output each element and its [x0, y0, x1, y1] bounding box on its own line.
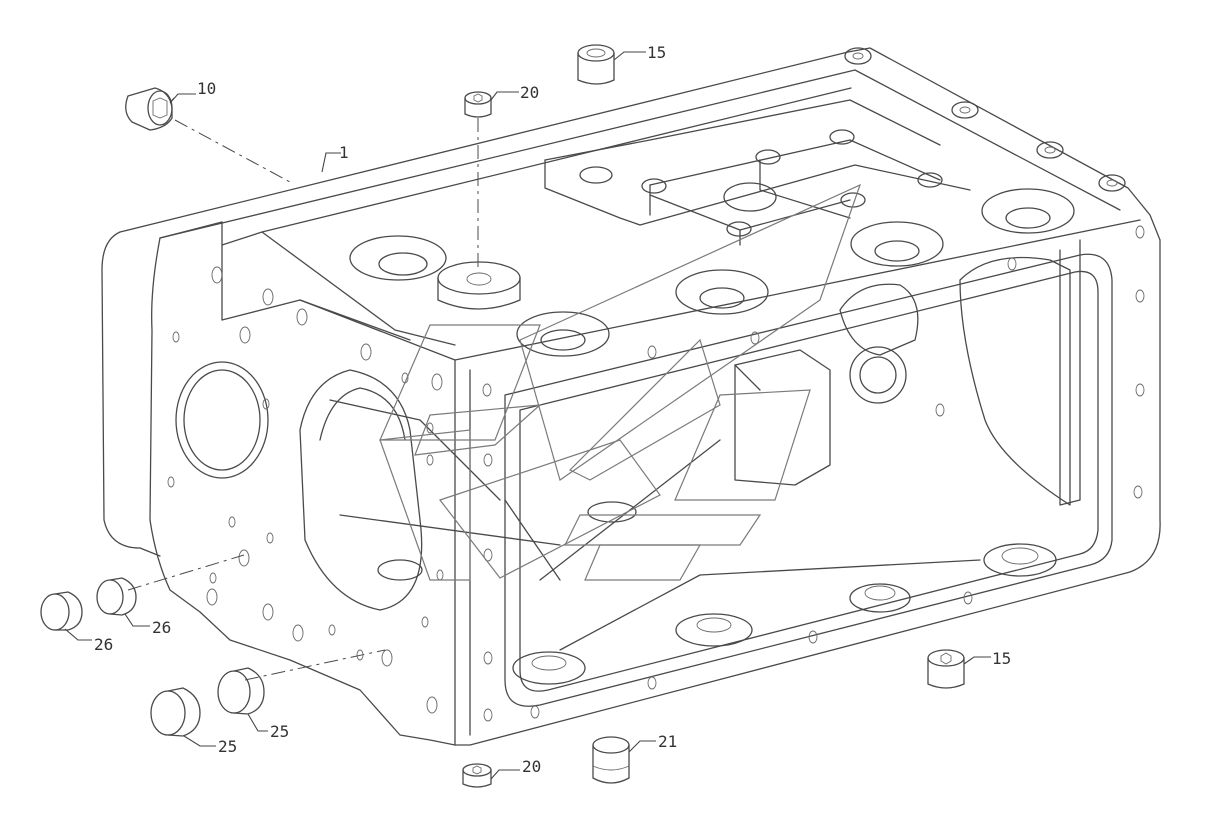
- sleeve-part-15-top: [577, 44, 615, 85]
- callout-10: 10: [197, 79, 216, 98]
- plug-part-25-pair: [150, 667, 265, 737]
- callout-26-left: 26: [94, 635, 113, 654]
- bolt-holes: [167, 225, 1145, 722]
- callout-20-top: 20: [520, 83, 539, 102]
- screw-part-20-top: [464, 91, 492, 118]
- housing-body: [101, 47, 1161, 746]
- top-bosses: [349, 47, 1126, 357]
- callout-15-top: 15: [647, 43, 666, 62]
- callout-1: 1: [339, 143, 349, 162]
- callout-labels: 1 10 15 15 20 20 21 25 25 26 26: [94, 43, 1011, 776]
- plug-part-10: [125, 87, 173, 131]
- bottom-bosses: [377, 501, 1057, 685]
- callout-15-bottom: 15: [992, 649, 1011, 668]
- callout-20-bottom: 20: [522, 757, 541, 776]
- callout-21: 21: [658, 732, 677, 751]
- watermark-logo: [379, 183, 862, 581]
- center-lines: [127, 118, 479, 681]
- callout-26-right: 26: [152, 618, 171, 637]
- leader-lines: [64, 51, 991, 780]
- plug-part-26-pair: [40, 577, 137, 631]
- callout-25-right: 25: [270, 722, 289, 741]
- sleeve-part-15-bottom: [927, 649, 965, 689]
- plug-part-21: [592, 736, 630, 784]
- screw-part-20-bottom: [462, 763, 492, 788]
- callout-25-left: 25: [218, 737, 237, 756]
